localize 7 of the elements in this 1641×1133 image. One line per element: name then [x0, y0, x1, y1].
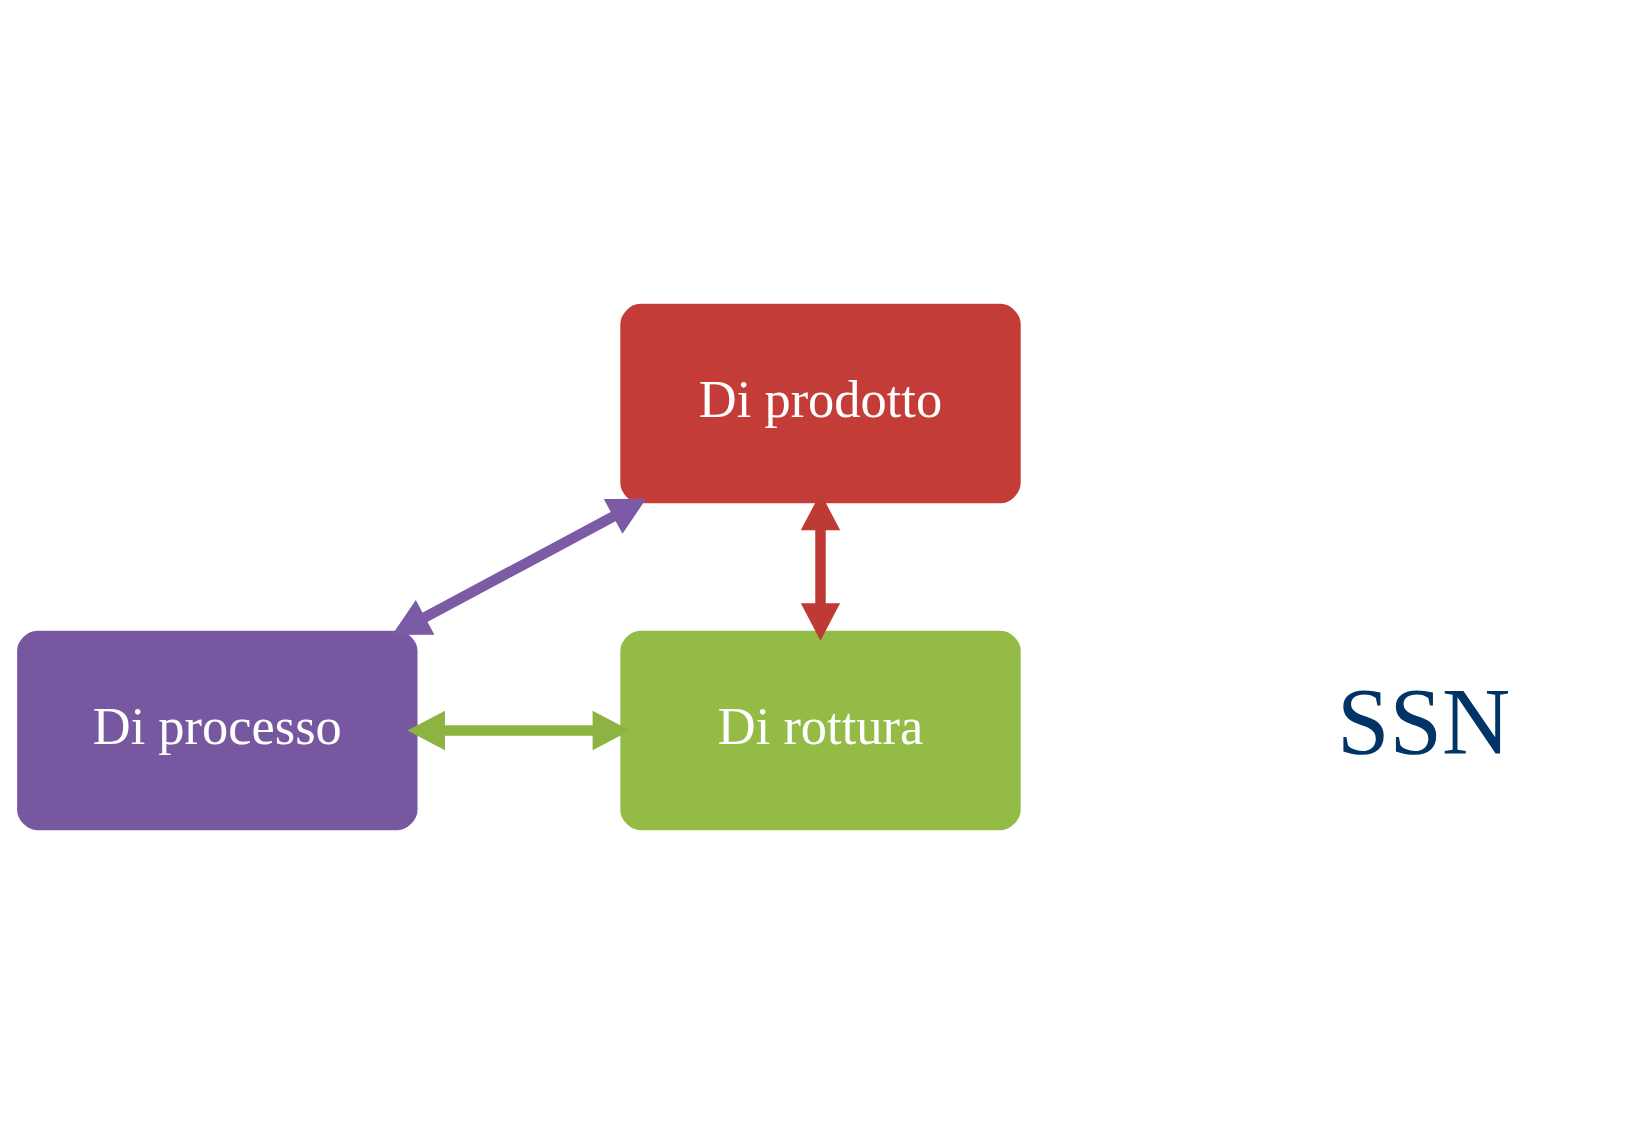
node-box: Di prodotto — [618, 301, 1023, 505]
label: SSN — [1337, 669, 1511, 774]
node-box: Di rottura — [618, 628, 1023, 832]
arrow — [392, 498, 647, 635]
arrow — [800, 492, 841, 641]
arrow — [407, 710, 631, 750]
node-box: Di processo — [15, 628, 420, 832]
